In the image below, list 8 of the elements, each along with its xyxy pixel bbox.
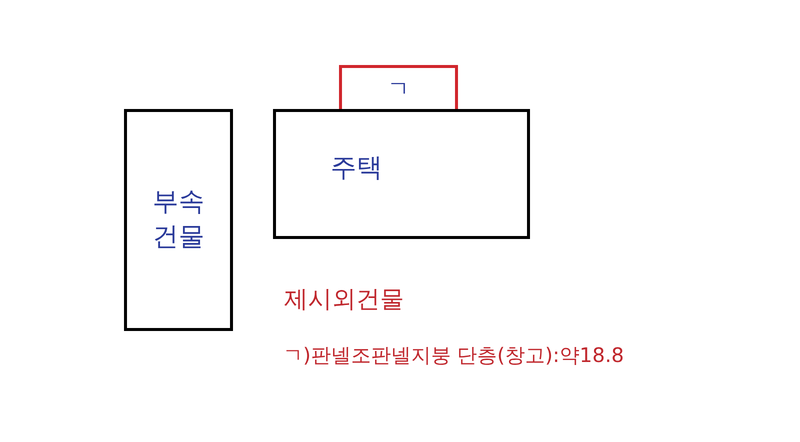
note-text: ㄱ)판넬조판넬지붕 단층(창고):약18.8	[283, 342, 624, 369]
section-heading: 제시외건물	[284, 284, 404, 315]
building-name: 주택	[330, 152, 382, 186]
building-outline	[124, 109, 233, 331]
building-name: ㄱ	[388, 76, 410, 104]
building-name: 부속 건물	[152, 186, 206, 254]
building-outline	[273, 109, 530, 239]
annex-outline	[339, 65, 458, 112]
